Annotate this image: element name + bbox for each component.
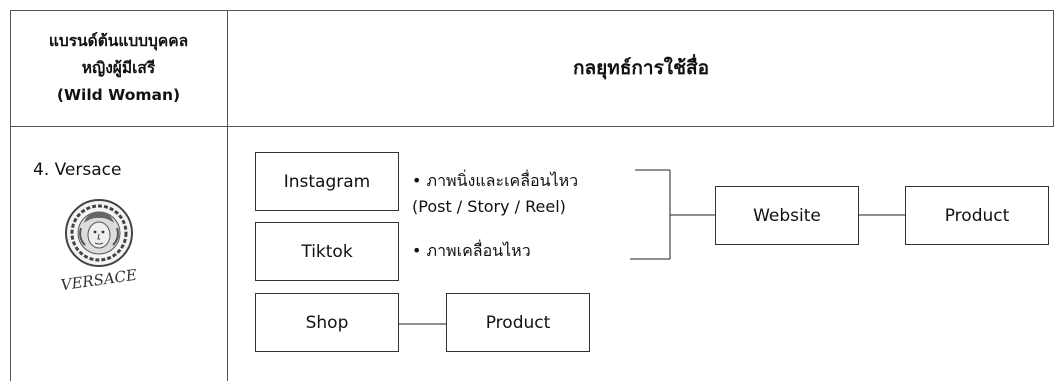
website-node-label: Website	[753, 205, 821, 226]
product-main-node-label: Product	[944, 205, 1010, 226]
tiktok-content-line-1: • ภาพเคลื่อนไหว	[412, 241, 531, 260]
shop-node-label: Shop	[305, 312, 349, 333]
medusa-head-logo-icon: VERSACE	[60, 199, 138, 294]
header-brand-line-3: (Wild Woman)	[56, 85, 181, 104]
tiktok-content-label: • ภาพเคลื่อนไหว	[412, 238, 531, 264]
header-brand-line-1: แบรนด์ต้นแบบบุคคล	[48, 31, 189, 50]
tiktok-node-label: Tiktok	[301, 241, 353, 262]
instagram-content-label: • ภาพนิ่งและเคลื่อนไหว (Post / Story / R…	[412, 168, 578, 220]
header-media-strategy-label: กลยุทธ์การใช้สื่อ	[573, 57, 709, 79]
instagram-node: Instagram	[255, 152, 399, 211]
header-media-strategy: กลยุทธ์การใช้สื่อ	[228, 10, 1054, 126]
product-shop-node: Product	[446, 293, 590, 352]
instagram-content-line-1: • ภาพนิ่งและเคลื่อนไหว	[412, 171, 579, 190]
header-brand-line-2: หญิงผู้มีเสรี	[81, 58, 156, 77]
product-main-node: Product	[905, 186, 1049, 245]
header-brand-archetype: แบรนด์ต้นแบบบุคคล หญิงผู้มีเสรี (Wild Wo…	[10, 10, 227, 126]
product-shop-node-label: Product	[485, 312, 551, 333]
shop-node: Shop	[255, 293, 399, 352]
instagram-content-line-2: (Post / Story / Reel)	[412, 197, 566, 216]
brand-name: 4. Versace	[33, 160, 122, 180]
website-node: Website	[715, 186, 859, 245]
tiktok-node: Tiktok	[255, 222, 399, 281]
instagram-node-label: Instagram	[283, 171, 371, 192]
